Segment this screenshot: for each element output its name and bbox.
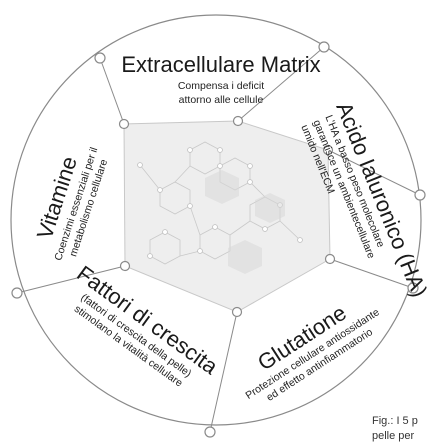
cube-decoration (205, 170, 285, 274)
segment-description-line: Compensa i deficit (178, 80, 264, 92)
caption-line: pelle per (372, 430, 415, 442)
figure-caption: Fig.: I 5 p pelle per (372, 415, 418, 442)
segment-title: Extracellulare Matrix (121, 52, 320, 77)
spokes (16, 46, 421, 433)
caption-line: Fig.: I 5 p (372, 415, 418, 427)
segment-description-line: attorno alle cellule (179, 94, 264, 106)
segment-extracellular-matrix: Extracellulare Matrix Compensa i deficit… (121, 52, 320, 106)
inner-nodes (118, 115, 336, 318)
outer-nodes (11, 41, 426, 438)
